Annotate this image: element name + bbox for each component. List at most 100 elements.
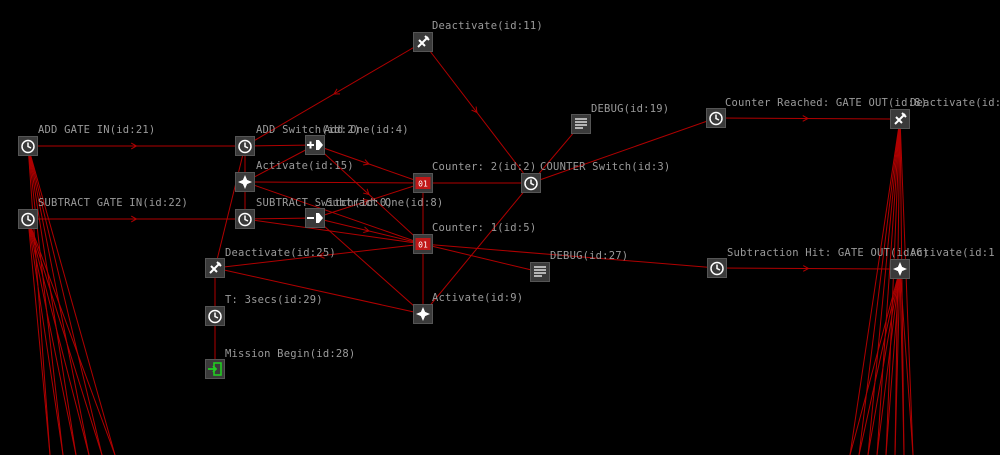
timer-icon	[707, 258, 727, 278]
debug-node-19[interactable]	[571, 114, 591, 134]
connection-arrow	[471, 106, 478, 114]
connection-wire	[885, 268, 901, 455]
connection-wire	[244, 144, 316, 183]
connection-wire	[27, 218, 64, 455]
connection-wire	[876, 268, 901, 455]
node-label-deactivate-25: Deactivate(id:25)	[225, 247, 336, 259]
node-label-subtraction-hit: Subtraction Hit: GATE OUT(id:6)	[727, 247, 930, 259]
activate-icon	[890, 259, 910, 279]
activate-icon	[235, 172, 255, 192]
counter-switch-node[interactable]	[521, 173, 541, 193]
timer-icon	[18, 209, 38, 229]
connection-wire	[849, 268, 901, 455]
activate-node-15[interactable]	[235, 172, 255, 192]
connection-wire	[530, 117, 717, 184]
node-label-activate-9: Activate(id:9)	[432, 292, 524, 304]
connection-arrow	[362, 159, 370, 166]
add-one-icon	[305, 135, 325, 155]
add-one-node[interactable]	[305, 135, 325, 155]
connection-wire	[27, 145, 116, 455]
connection-wire	[858, 118, 901, 455]
counter-node-2[interactable]: 01	[413, 173, 433, 193]
node-label-subtract-gate-in: SUBTRACT GATE IN(id:22)	[38, 197, 188, 209]
connection-wire	[27, 218, 77, 455]
timer-icon	[205, 306, 225, 326]
svg-text:01: 01	[418, 241, 428, 250]
mission-begin-icon	[205, 359, 225, 379]
timer-icon	[18, 136, 38, 156]
connection-wire	[27, 145, 64, 455]
node-label-mission-begin: Mission Begin(id:28)	[225, 348, 356, 360]
activate-node-right[interactable]	[890, 259, 910, 279]
subtract-one-icon	[305, 208, 325, 228]
connection-wire	[244, 218, 424, 245]
connection-wire	[27, 145, 103, 455]
svg-text:01: 01	[418, 180, 428, 189]
debug-node-27[interactable]	[530, 262, 550, 282]
deactivate-node-right[interactable]	[890, 109, 910, 129]
node-label-add-gate-in: ADD GATE IN(id:21)	[38, 124, 156, 136]
node-label-counter-1: Counter: 1(id:5)	[432, 222, 537, 234]
connection-arrow	[802, 115, 810, 122]
node-label-counter-reached: Counter Reached: GATE OUT(id:8)	[725, 97, 928, 109]
connection-wire	[27, 218, 103, 455]
deactivate-node-25[interactable]	[205, 258, 225, 278]
node-label-activate-15: Activate(id:15)	[256, 160, 354, 172]
timer-icon	[235, 136, 255, 156]
node-label-counter-switch: COUNTER Switch(id:3)	[540, 161, 671, 173]
connection-wire	[899, 118, 914, 455]
connection-wire	[867, 118, 901, 455]
timer-icon	[521, 173, 541, 193]
connection-wire	[314, 217, 424, 315]
connection-wire	[27, 218, 116, 455]
connection-wire	[214, 267, 424, 315]
connection-wire	[244, 181, 424, 245]
connection-wire	[27, 145, 51, 455]
counter-node-1[interactable]: 01	[413, 234, 433, 254]
debug-icon	[530, 262, 550, 282]
connection-wire	[244, 181, 424, 184]
add-gate-in-node[interactable]	[18, 136, 38, 156]
node-label-add-one: Add One(id:4)	[324, 124, 409, 136]
deactivate-icon	[890, 109, 910, 129]
node-label-debug-19: DEBUG(id:19)	[591, 103, 670, 115]
connection-wire	[244, 144, 316, 147]
connection-wire	[876, 118, 901, 455]
connection-arrow	[363, 198, 370, 206]
node-label-timer-3secs: T: 3secs(id:29)	[225, 294, 323, 306]
connection-wire	[894, 268, 901, 455]
node-label-add-switch: ADD Switch(id:2)	[256, 124, 361, 136]
counter-reached-gate-out-node[interactable]	[706, 108, 726, 128]
node-label-activate-right: Activate(id:1	[910, 247, 995, 259]
connection-arrow	[333, 88, 341, 95]
subtract-gate-in-node[interactable]	[18, 209, 38, 229]
subtraction-hit-gate-out-node[interactable]	[707, 258, 727, 278]
connection-wire	[27, 218, 51, 455]
connection-wire	[27, 218, 90, 455]
connection-wire	[885, 118, 901, 455]
add-switch-node[interactable]	[235, 136, 255, 156]
mission-begin-node[interactable]	[205, 359, 225, 379]
connection-arrow	[317, 252, 325, 259]
connection-wire	[214, 145, 246, 269]
subtract-one-node[interactable]	[305, 208, 325, 228]
connection-arrow	[130, 215, 138, 223]
timer-3secs-node[interactable]	[205, 306, 225, 326]
activate-node-9[interactable]	[413, 304, 433, 324]
activate-icon	[413, 304, 433, 324]
connection-wire	[244, 217, 316, 220]
subtract-switch-node[interactable]	[235, 209, 255, 229]
node-label-debug-27: DEBUG(id:27)	[550, 250, 629, 262]
deactivate-icon	[205, 258, 225, 278]
connection-wire	[422, 243, 718, 269]
connection-wire	[858, 268, 901, 455]
node-label-subtract-one: Subtract One(id:8)	[326, 197, 444, 209]
node-label-deactivate-right: Deactivate(id:	[910, 97, 1000, 109]
connection-wire	[422, 182, 532, 315]
connection-arrow	[363, 226, 371, 234]
connection-arrow	[363, 188, 370, 196]
deactivate-node-11[interactable]	[413, 32, 433, 52]
connection-wire	[27, 145, 77, 455]
connection-wire	[899, 268, 914, 455]
